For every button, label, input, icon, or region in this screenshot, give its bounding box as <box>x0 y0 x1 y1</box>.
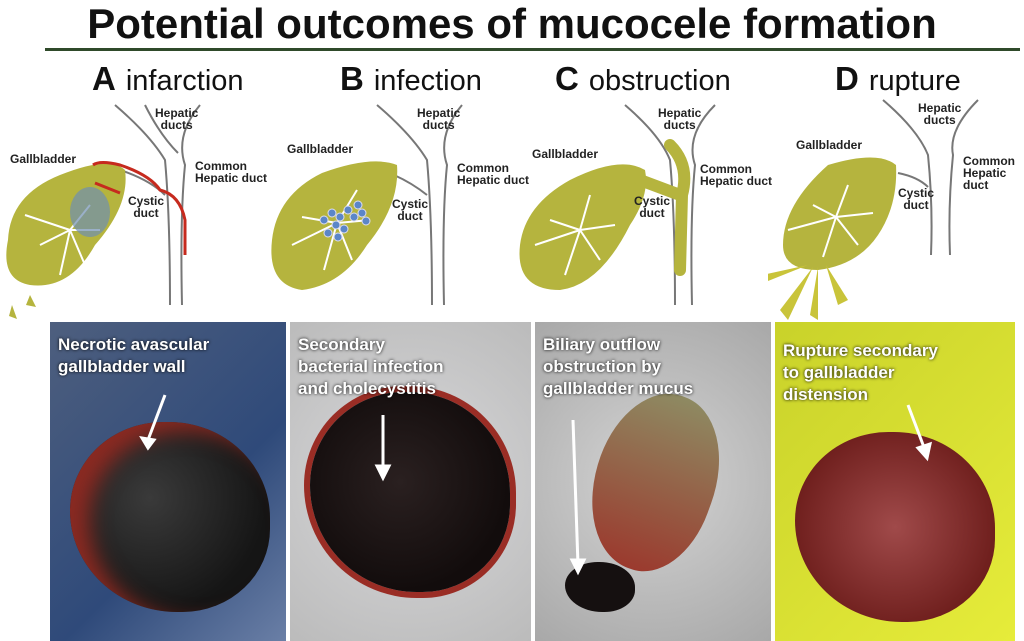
label-gallbladder: Gallbladder <box>10 152 77 166</box>
gallbladder-illustration <box>519 104 716 306</box>
label-gallbladder: Gallbladder <box>287 142 354 156</box>
gallbladder-illustration <box>753 99 979 320</box>
gallbladder-illustration <box>6 104 201 319</box>
gallbladder-illustration <box>271 104 463 306</box>
title-divider <box>45 48 1020 51</box>
label-gallbladder: Gallbladder <box>796 138 863 152</box>
slide-title: Potential outcomes of mucocele formation <box>87 0 937 47</box>
label-gallbladder: Gallbladder <box>532 147 599 161</box>
